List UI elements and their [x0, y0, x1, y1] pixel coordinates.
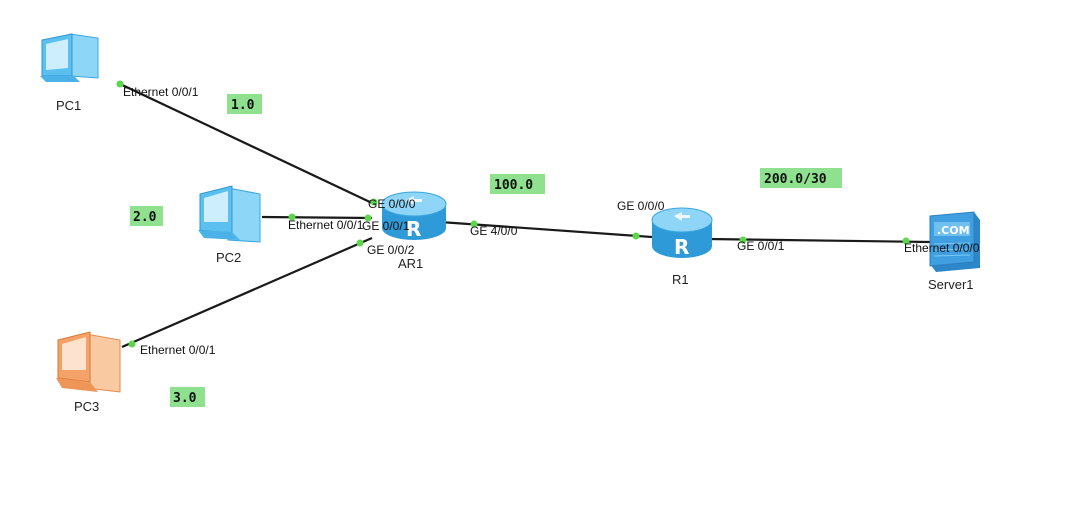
server-badge: .COM: [937, 224, 970, 237]
ar1-device[interactable]: R: [381, 191, 447, 241]
port-label-ar1-ge002: GE 0/0/2: [367, 243, 415, 257]
port-label-server1: Ethernet 0/0/0: [904, 241, 980, 255]
router-icon: R: [381, 191, 447, 241]
port-dot-pc3: [128, 340, 136, 348]
port-label-pc3: Ethernet 0/0/1: [140, 343, 216, 357]
ar1-label: AR1: [398, 256, 423, 271]
port-dot-pc1: [116, 80, 124, 88]
server1-label: Server1: [928, 277, 974, 292]
port-dot-r1-ge000: [632, 232, 640, 240]
pc3-device[interactable]: [56, 331, 121, 393]
network-label-200: 200.0/30: [760, 168, 842, 188]
network-label-1: 1.0: [227, 94, 262, 114]
pc2-device[interactable]: [198, 185, 261, 243]
server1-device[interactable]: .COM: [929, 211, 980, 272]
pc3-label: PC3: [74, 399, 99, 414]
port-dot-pc2: [288, 213, 296, 221]
network-label-100: 100.0: [490, 174, 545, 194]
server-icon: .COM: [929, 211, 980, 272]
pc1-label: PC1: [56, 98, 81, 113]
port-dot-ar1-ge001: [364, 214, 372, 222]
network-label-2: 2.0: [130, 206, 163, 226]
port-dot-r1-ge001: [739, 236, 747, 244]
port-label-r1-ge000: GE 0/0/0: [617, 199, 665, 213]
router-icon: R: [651, 207, 713, 259]
port-label-ar1-ge000: GE 0/0/0: [368, 197, 416, 211]
svg-text:100.0: 100.0: [494, 178, 533, 193]
pc1-icon: [40, 33, 99, 82]
port-label-ar1-ge400: GE 4/0/0: [470, 224, 518, 238]
r1-label: R1: [672, 272, 689, 287]
network-label-3: 3.0: [170, 387, 205, 407]
pc3-icon: [56, 331, 121, 393]
port-dot-ar1-ge002: [356, 239, 364, 247]
port-label-pc1: Ethernet 0/0/1: [123, 85, 199, 99]
pc1-device[interactable]: [40, 33, 99, 82]
svg-text:3.0: 3.0: [173, 391, 197, 406]
link-pc3-ar1: [121, 236, 373, 349]
port-dot-ar1-ge400: [470, 220, 478, 228]
pc2-label: PC2: [216, 250, 241, 265]
svg-text:R: R: [406, 217, 421, 241]
svg-text:1.0: 1.0: [231, 98, 255, 113]
r1-device[interactable]: R: [651, 207, 713, 259]
link-pc2-ar1: [261, 215, 373, 220]
port-label-pc2: Ethernet 0/0/1: [288, 218, 364, 232]
port-label-ar1-ge001: GE 0/0/1: [362, 219, 410, 233]
port-label-r1-ge001: GE 0/0/1: [737, 239, 785, 253]
svg-text:200.0/30: 200.0/30: [764, 172, 827, 187]
svg-text:2.0: 2.0: [133, 210, 157, 225]
link-pc1-ar1: [117, 82, 373, 204]
svg-text:R: R: [674, 235, 689, 259]
pc2-icon: [198, 185, 261, 243]
port-dot-server1: [902, 237, 910, 245]
port-dot-ar1-ge000: [370, 198, 378, 206]
